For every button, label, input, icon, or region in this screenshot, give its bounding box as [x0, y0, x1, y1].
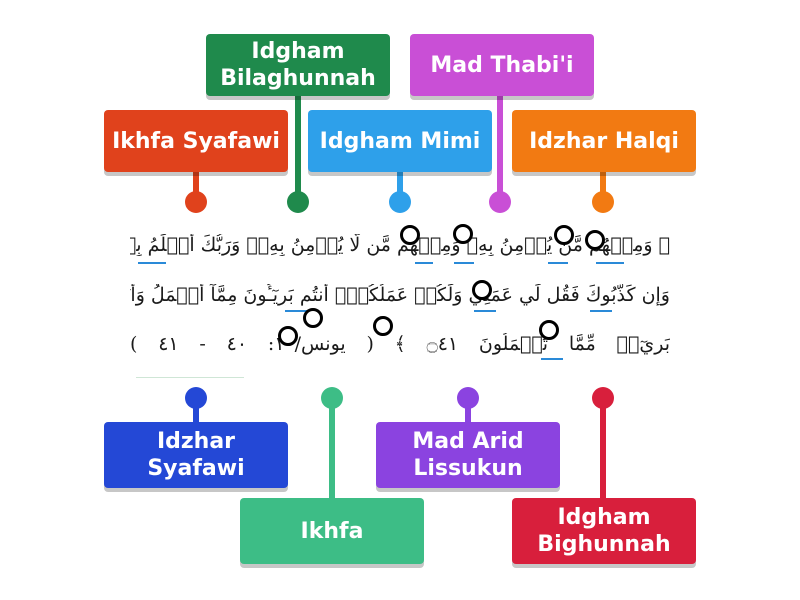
label-mad-thabii[interactable]: Mad Thabi'i [410, 34, 594, 96]
drop-marker[interactable] [278, 326, 298, 346]
drop-marker[interactable] [303, 308, 323, 328]
dot-mad-thabii[interactable] [489, 191, 511, 213]
word-underline [596, 262, 624, 264]
verse-line-2: وَإِن كَذَّبُوكَ فَقُل لِّي عَمَلِي وَلَ… [130, 284, 670, 306]
label-idgham-bighunnah[interactable]: Idgham Bighunnah [512, 498, 696, 564]
stem-ikhfa-syafawi [193, 165, 199, 202]
word-underline [590, 310, 612, 312]
stem-idgham-bighunnah [600, 398, 606, 502]
dot-idzhar-halqi[interactable] [592, 191, 614, 213]
drop-marker[interactable] [472, 280, 492, 300]
dot-ikhfa[interactable] [321, 387, 343, 409]
word-underline [474, 310, 496, 312]
dot-idgham-bighunnah[interactable] [592, 387, 614, 409]
dot-ikhfa-syafawi[interactable] [185, 191, 207, 213]
stem-idgham-mimi [397, 165, 403, 202]
word-underline [415, 262, 433, 264]
label-idgham-bilaghunnah[interactable]: Idgham Bilaghunnah [206, 34, 390, 96]
stem-ikhfa [329, 398, 335, 502]
stem-mad-arid-lissukun [465, 398, 471, 428]
label-ikhfa[interactable]: Ikhfa [240, 498, 424, 564]
stem-idzhar-syafawi [193, 398, 199, 428]
verse-line-1: ﴿ وَمِنۡهُم مَّن يُؤۡمِنُ بِهِۦ وَمِنۡهُ… [130, 234, 670, 256]
dot-idgham-mimi[interactable] [389, 191, 411, 213]
label-idzhar-halqi[interactable]: Idzhar Halqi [512, 110, 696, 172]
verse-line-3: بَرِيٓءٞ مِّمَّا تَعۡمَلُونَ ۝٤١ ﴾ ( يون… [130, 333, 670, 355]
drop-marker[interactable] [453, 224, 473, 244]
drop-marker[interactable] [539, 320, 559, 340]
word-underline [454, 262, 474, 264]
drop-marker[interactable] [554, 225, 574, 245]
drop-marker[interactable] [400, 225, 420, 245]
stem-idzhar-halqi [600, 165, 606, 202]
word-underline [285, 310, 307, 312]
label-ikhfa-syafawi[interactable]: Ikhfa Syafawi [104, 110, 288, 172]
word-underline [541, 358, 563, 360]
dot-mad-arid-lissukun[interactable] [457, 387, 479, 409]
stem-mad-thabii [497, 90, 503, 202]
dot-idzhar-syafawi[interactable] [185, 387, 207, 409]
word-underline [548, 262, 568, 264]
label-mad-arid-lissukun[interactable]: Mad Arid Lissukun [376, 422, 560, 488]
divider-line [136, 377, 244, 378]
stem-idgham-bilaghunnah [295, 90, 301, 202]
label-idgham-mimi[interactable]: Idgham Mimi [308, 110, 492, 172]
drop-marker[interactable] [585, 230, 605, 250]
word-underline [138, 262, 166, 264]
dot-idgham-bilaghunnah[interactable] [287, 191, 309, 213]
label-idzhar-syafawi[interactable]: Idzhar Syafawi [104, 422, 288, 488]
drop-marker[interactable] [373, 316, 393, 336]
